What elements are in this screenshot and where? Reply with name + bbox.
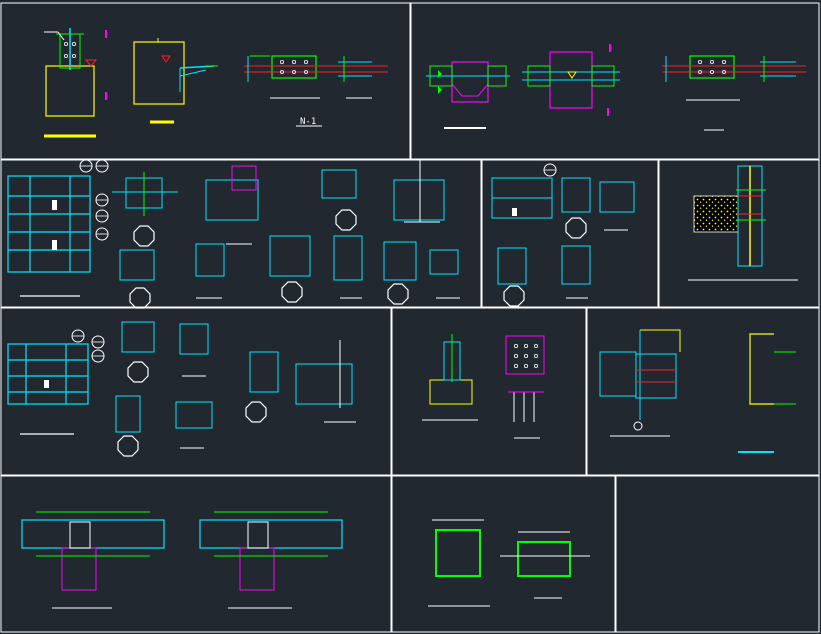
detail-channel-section (599, 329, 796, 453)
detail-m2-plate (662, 55, 806, 131)
detail-concrete-wall (688, 165, 798, 281)
frame-elevation-b (7, 329, 105, 435)
joint-details-a (112, 160, 460, 309)
detail-bracket (133, 38, 218, 124)
detail-n1-plate: N-1 (244, 55, 388, 127)
detail-beam-column-a (21, 511, 165, 609)
detail-m2-center (522, 44, 620, 116)
detail-anchor-base (422, 334, 545, 439)
detail-beam-column-b (199, 511, 343, 609)
joint-details-b (491, 163, 635, 307)
detail-column-base (44, 28, 107, 138)
detail-box-sections (428, 519, 590, 607)
detail-label-n1: N-1 (300, 117, 316, 127)
detail-m2-left (426, 61, 510, 129)
frame-elevation-a (7, 159, 109, 297)
joint-details-c (115, 321, 356, 457)
